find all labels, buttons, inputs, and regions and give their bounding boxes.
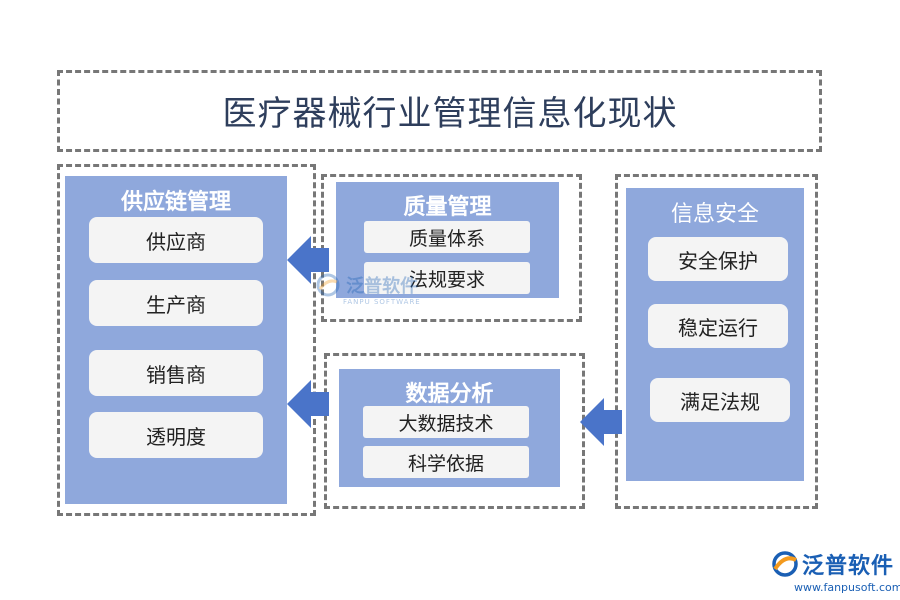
watermark: 泛普软件 FANPU SOFTWARE <box>315 272 421 306</box>
info-security-title: 信息安全 <box>670 202 759 227</box>
supply-chain-item-manufacturer: 生产商 <box>89 280 263 326</box>
quality-panel: 质量管理 质量体系 法规要求 <box>336 182 559 298</box>
supply-chain-item-seller: 销售商 <box>89 350 263 396</box>
left-arrow-icon <box>287 380 329 428</box>
info-security-item-protection: 安全保护 <box>648 237 788 281</box>
watermark-text: 泛普软件 <box>346 276 419 297</box>
supply-chain-title: 供应链管理 <box>120 190 231 215</box>
data-analysis-item-basis: 科学依据 <box>363 446 529 478</box>
supply-chain-panel: 供应链管理 供应商 生产商 销售商 透明度 <box>65 176 287 504</box>
info-security-frame <box>615 174 818 509</box>
watermark-logo-icon <box>316 273 340 297</box>
quality-item-regulation: 法规要求 <box>364 262 530 294</box>
supply-chain-item-supplier: 供应商 <box>89 217 263 263</box>
title-frame <box>57 70 822 152</box>
data-analysis-title: 数据分析 <box>405 382 494 407</box>
page-title: 医疗器械行业管理信息化现状 <box>222 94 678 134</box>
data-analysis-item-bigdata: 大数据技术 <box>363 406 529 438</box>
left-arrow-icon <box>580 398 622 446</box>
quality-item-system: 质量体系 <box>364 221 530 253</box>
quality-title: 质量管理 <box>403 195 492 220</box>
info-security-panel: 信息安全 安全保护 稳定运行 满足法规 <box>626 188 804 481</box>
left-arrow-icon <box>287 236 329 284</box>
data-analysis-panel: 数据分析 大数据技术 科学依据 <box>339 369 560 487</box>
brand-logo-icon <box>772 551 798 577</box>
info-security-item-compliance: 满足法规 <box>650 378 790 422</box>
watermark-subtext: FANPU SOFTWARE <box>343 298 421 306</box>
supply-chain-item-transparency: 透明度 <box>89 412 263 458</box>
supply-chain-frame <box>57 164 316 516</box>
brand-name: 泛普软件 <box>802 554 895 579</box>
data-analysis-frame <box>324 353 585 509</box>
brand-url[interactable]: www.fanpusoft.com <box>794 581 900 594</box>
brand-logo: 泛普软件 www.fanpusoft.com <box>770 548 900 594</box>
info-security-item-stable: 稳定运行 <box>648 304 788 348</box>
